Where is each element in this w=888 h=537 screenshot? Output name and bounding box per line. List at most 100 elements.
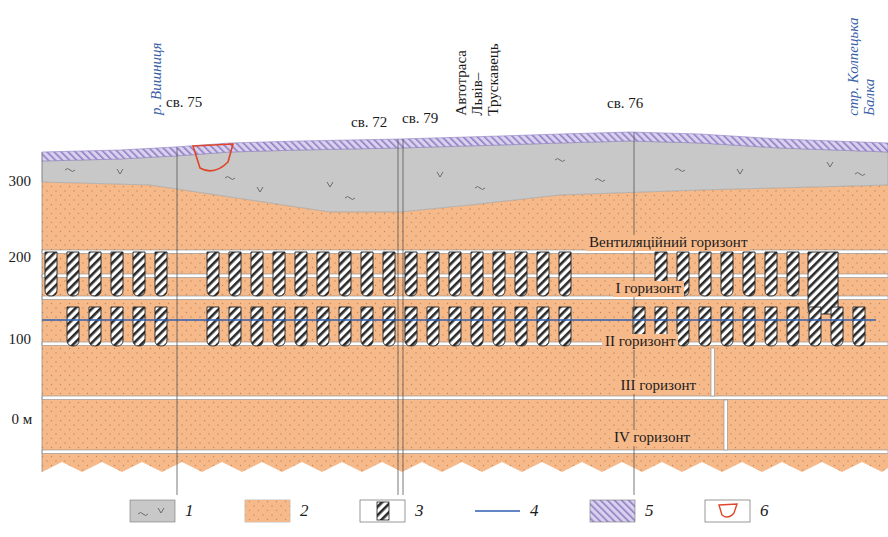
salt-chamber: [405, 307, 417, 346]
salt-chamber: [273, 307, 285, 346]
legend-number: 4: [530, 501, 539, 521]
salt-chamber: [449, 307, 461, 346]
section-edge: [42, 152, 43, 472]
salt-chamber: [111, 252, 123, 296]
legend-frame: [705, 500, 750, 522]
salt-chamber: [89, 307, 101, 346]
salt-chamber: [427, 307, 439, 346]
legend-sinkhole: [719, 504, 737, 517]
clay-symbol: [345, 197, 355, 200]
salt-chamber: [229, 307, 241, 346]
salt-chamber: [471, 307, 483, 346]
salt-chamber: [111, 307, 123, 346]
salt-chamber: [361, 307, 373, 346]
clay-symbol: [65, 169, 75, 172]
borehole-line: [177, 148, 178, 495]
boundary-line: [42, 319, 876, 321]
clay-symbol: [827, 162, 833, 167]
clay-symbol: [225, 177, 235, 180]
salt-chamber: [493, 307, 505, 346]
salt-chamber: [155, 307, 167, 346]
salt-chamber: [317, 252, 329, 296]
salt-chamber: [273, 252, 285, 296]
salt-chamber: [493, 252, 505, 296]
legend-number: 5: [645, 501, 654, 521]
salt-chamber: [155, 252, 167, 296]
clay-symbol: [257, 187, 263, 192]
legend-line: [475, 510, 520, 512]
salt-chamber: [471, 252, 483, 296]
borehole-line: [403, 139, 404, 495]
salt-chamber: [449, 252, 461, 296]
legend-swatch: [245, 500, 290, 522]
borehole-label: св. 79: [402, 111, 438, 127]
vertical-drift: [724, 400, 728, 450]
horizon-drift: [42, 450, 888, 454]
legend-number: 6: [760, 501, 769, 521]
elevation-tick: 200: [9, 250, 32, 266]
legend-chamber: [377, 502, 389, 520]
salt-chamber: [721, 307, 733, 346]
clay-symbol: [555, 159, 565, 162]
salt-chamber: [383, 307, 395, 346]
clay-symbol: [327, 182, 333, 187]
clay-symbol: [437, 172, 443, 177]
salt-chamber: [515, 252, 527, 296]
salt-chamber: [229, 252, 241, 296]
salt-chamber: [295, 307, 307, 346]
salt-chamber: [67, 252, 79, 296]
horizon-label: I горизонт: [613, 281, 684, 297]
salt-chamber: [559, 252, 571, 296]
legend-number: 1: [185, 501, 194, 521]
salt-chamber: [207, 307, 219, 346]
salt-chamber: [89, 252, 101, 296]
salt-chamber: [67, 307, 79, 346]
loam-layer: [42, 132, 888, 161]
salt-chamber: [427, 252, 439, 296]
salt-chamber: [515, 307, 527, 346]
salt-chamber: [765, 307, 777, 346]
salt-chamber: [339, 307, 351, 346]
clay-symbol: [117, 169, 123, 174]
clay-symbol: [475, 187, 485, 190]
salt-chamber: [721, 252, 733, 296]
elevation-tick: 300: [9, 174, 32, 190]
clay-symbol: [737, 169, 743, 174]
salt-chamber: [383, 252, 395, 296]
legend-frame: [360, 500, 405, 522]
salt-chamber: [361, 252, 373, 296]
salt-chamber: [537, 252, 549, 296]
salt-chamber: [339, 252, 351, 296]
salt-chamber: [45, 252, 57, 296]
salt-chamber: [787, 307, 799, 346]
salt-chamber: [743, 252, 755, 296]
salt-chamber: [207, 252, 219, 296]
salt-chamber: [765, 252, 777, 296]
legend-dots: [245, 500, 290, 522]
vertical-drift: [711, 348, 715, 396]
salt-chamber: [295, 252, 307, 296]
salt-chamber: [677, 307, 689, 346]
clay-symbol: [138, 508, 164, 516]
horizon-label: II горизонт: [602, 334, 678, 350]
horizon-label: Вентиляційний горизонт: [586, 235, 750, 251]
salt-chamber: [808, 252, 838, 314]
elevation-tick: 0 м: [12, 412, 33, 428]
salt-chamber: [699, 307, 711, 346]
salt-chamber: [133, 307, 145, 346]
river-name: р. Вишниця: [149, 25, 165, 115]
horizon-drift: [42, 342, 888, 346]
borehole-line: [398, 139, 399, 495]
legend-number: 2: [300, 501, 309, 521]
stream-name: стр. Колпецька Балка: [846, 4, 878, 116]
legend-number: 3: [415, 501, 424, 521]
sandstone-layer: [42, 182, 888, 472]
salt-chamber: [831, 307, 843, 346]
salt-chamber: [743, 307, 755, 346]
clay-symbol: [855, 173, 865, 176]
clay-symbol: [595, 179, 605, 182]
borehole-label: св. 72: [351, 115, 387, 131]
legend-swatch: [590, 500, 635, 522]
